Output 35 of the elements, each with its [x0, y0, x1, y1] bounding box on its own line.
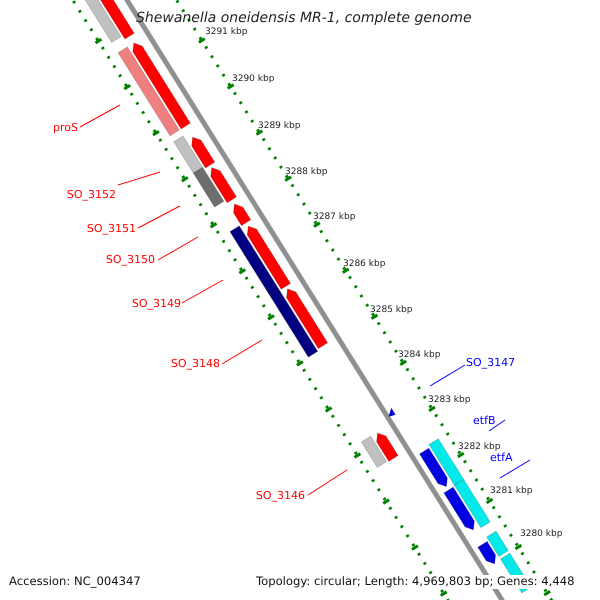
scale-label: 3280 kbp [520, 530, 562, 539]
scale-label: 3289 kbp [258, 122, 300, 131]
scale-label: 3288 kbp [285, 168, 328, 177]
scale-label: 3287 kbp [313, 213, 356, 222]
title: Shewanella oneidensis MR-1, complete genome [136, 11, 472, 25]
gene-label: proS [53, 122, 78, 133]
leader-line [182, 280, 224, 304]
leader-line [80, 104, 120, 128]
scale-label: 3281 kbp [490, 487, 532, 496]
leader-line [430, 364, 466, 386]
gene-label: SO_3151 [86, 223, 136, 234]
leader-line [488, 420, 506, 432]
gene-label: etfB [473, 415, 496, 426]
scale-label: 3285 kbp [370, 306, 412, 315]
leader-line [222, 340, 262, 364]
scale-label: 3286 kbp [343, 260, 386, 269]
gene-label: SO_3150 [106, 254, 155, 265]
gene-label: SO_3147 [466, 357, 516, 368]
info-text: Topology: circular; Length: 4,969,803 bp; Genes: 4,448 [256, 575, 574, 589]
scale-label: 3283 kbp [428, 396, 470, 405]
leader-line [500, 460, 530, 478]
leader-line [158, 236, 198, 260]
gene-label: etfA [490, 452, 512, 463]
info-text: Accession: NC_004347 [9, 575, 141, 589]
leader-line [118, 172, 160, 186]
gene-label: SO_3149 [132, 298, 181, 309]
gene-label: SO_3148 [170, 358, 220, 369]
gene-label: SO_3146 [256, 490, 305, 501]
scale-label: 3284 kbp [398, 351, 440, 360]
scale-label: 3291 kbp [205, 28, 248, 37]
leader-line [308, 470, 348, 496]
scale-label: 3282 kbp [458, 443, 500, 452]
scale-label: 3290 kbp [232, 75, 274, 84]
gene-label: SO_3152 [66, 189, 116, 200]
leader-line [138, 206, 180, 228]
